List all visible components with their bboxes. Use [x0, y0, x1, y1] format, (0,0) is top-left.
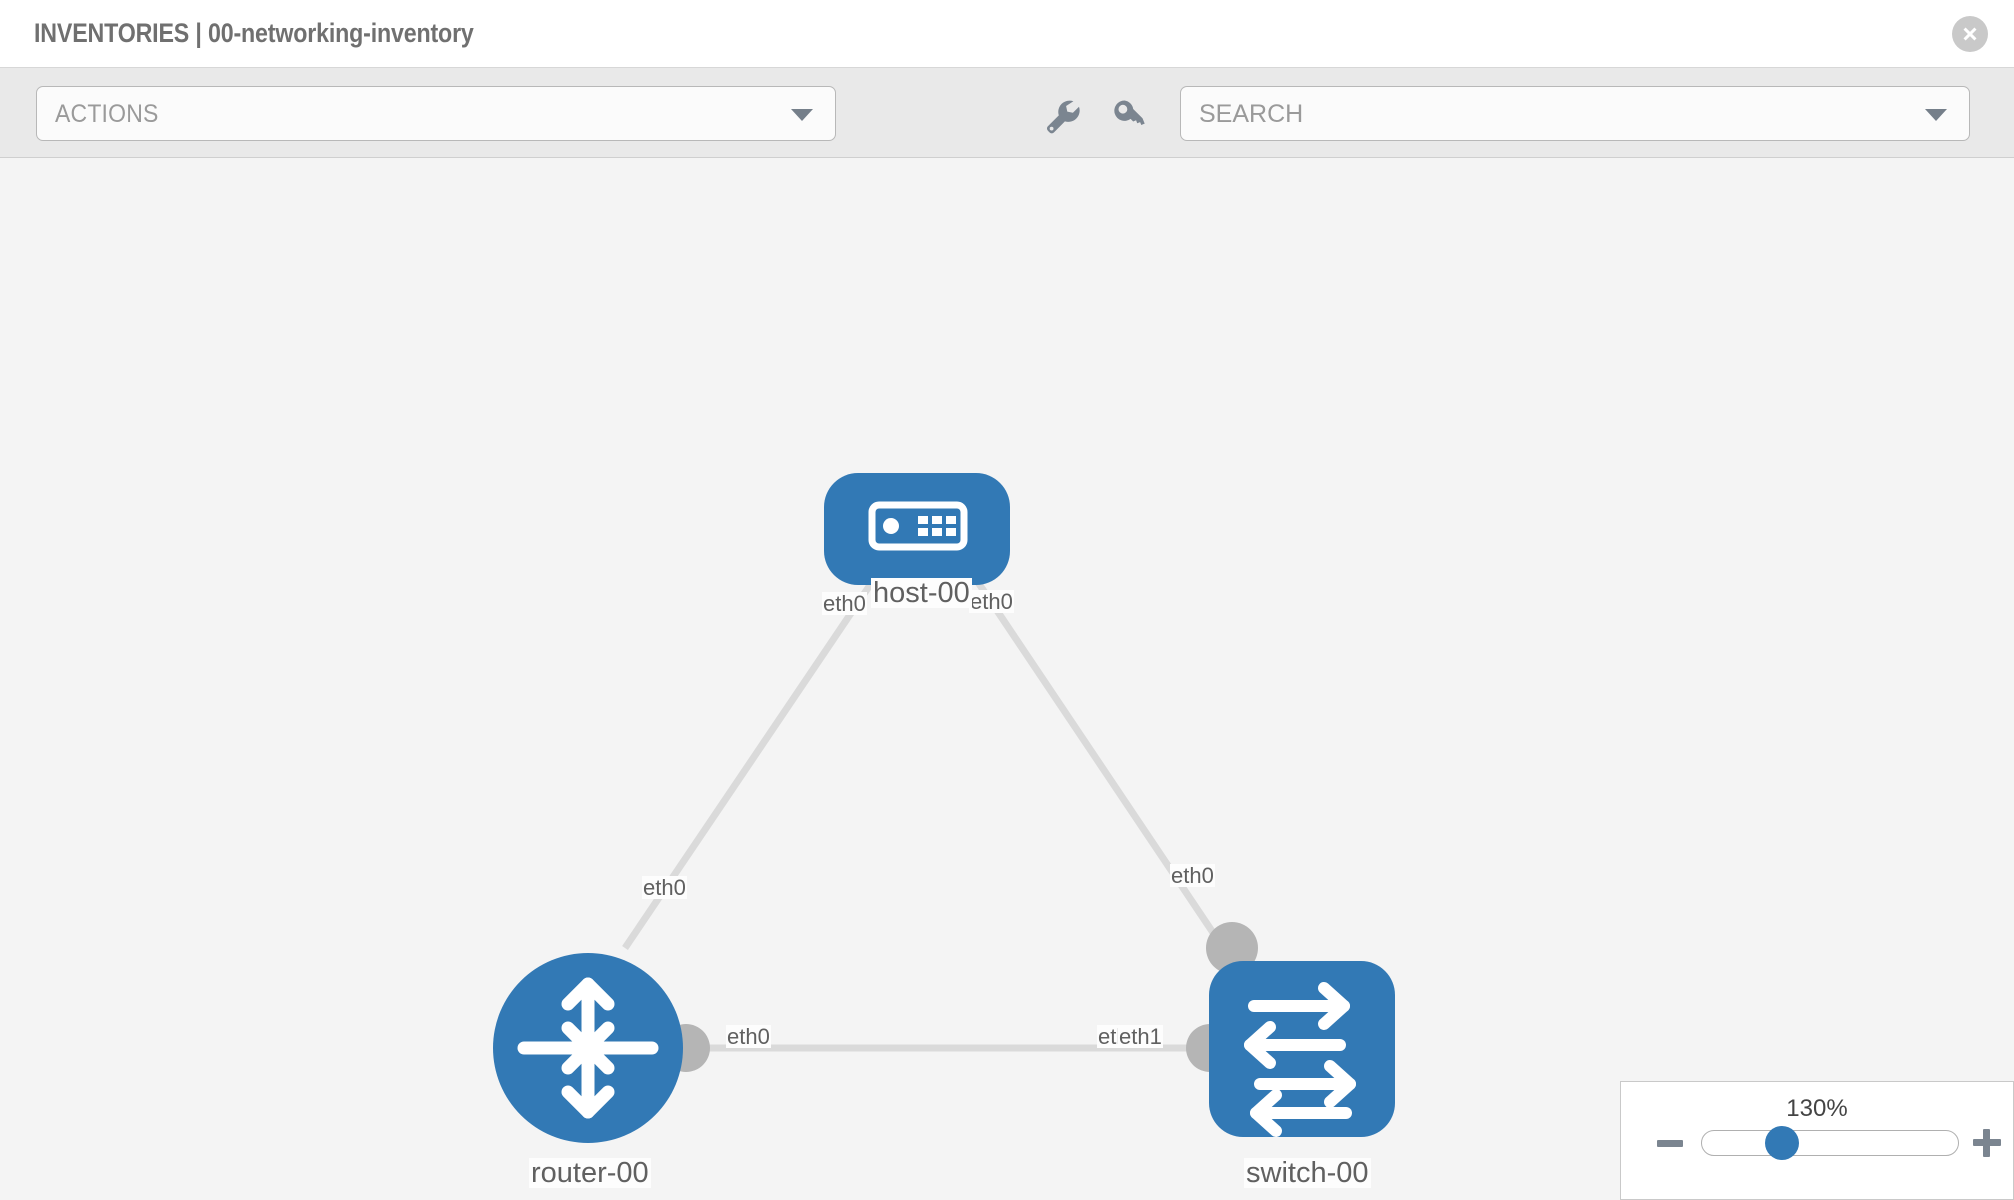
- page-header: INVENTORIES | 00-networking-inventory: [0, 0, 2014, 68]
- interface-label: eth0: [969, 589, 1014, 614]
- actions-dropdown[interactable]: ACTIONS: [36, 86, 836, 141]
- chevron-down-icon: [791, 108, 813, 121]
- search-box[interactable]: [1180, 86, 1970, 142]
- router-arrows-icon: [517, 977, 659, 1119]
- topology-graph: [493, 473, 1395, 1143]
- plus-icon[interactable]: [1973, 1129, 2001, 1157]
- topology-node-router-00[interactable]: [493, 953, 683, 1143]
- switch-arrows-icon: [1244, 982, 1356, 1137]
- interface-label: eth1: [1118, 1024, 1163, 1049]
- interface-label: eth0: [642, 875, 687, 900]
- server-icon: [868, 501, 968, 551]
- interface-label: eth0: [726, 1024, 771, 1049]
- wrench-icon[interactable]: [1040, 94, 1082, 136]
- chevron-down-icon[interactable]: [1925, 108, 1947, 121]
- topology-canvas[interactable]: eth0 eth0 eth0 eth0 eth0 eth eth1 host-0…: [0, 158, 2014, 1200]
- zoom-slider-thumb[interactable]: [1765, 1126, 1799, 1160]
- node-label-host-00: host-00: [871, 577, 972, 609]
- zoom-level-label: 130%: [1786, 1095, 1848, 1122]
- topology-node-host-00[interactable]: [824, 473, 1010, 585]
- search-input[interactable]: [1197, 87, 1901, 142]
- topology-node-switch-00[interactable]: [1209, 961, 1395, 1137]
- node-label-switch-00: switch-00: [1244, 1157, 1371, 1189]
- topology-edges: [622, 546, 1233, 1052]
- zoom-slider-track[interactable]: [1701, 1130, 1959, 1156]
- edge-host00-switch00: [952, 546, 1233, 960]
- page-title: INVENTORIES | 00-networking-inventory: [34, 18, 474, 48]
- close-icon[interactable]: [1952, 16, 1988, 52]
- key-icon[interactable]: [1108, 94, 1150, 136]
- minus-icon[interactable]: [1657, 1140, 1683, 1147]
- interface-label: eth0: [1170, 863, 1215, 888]
- interface-label: eth0: [822, 591, 867, 616]
- node-label-router-00: router-00: [529, 1157, 651, 1189]
- zoom-control-panel: 130%: [1620, 1081, 2014, 1200]
- actions-dropdown-label: ACTIONS: [55, 100, 159, 128]
- toolbar: ACTIONS: [0, 68, 2014, 158]
